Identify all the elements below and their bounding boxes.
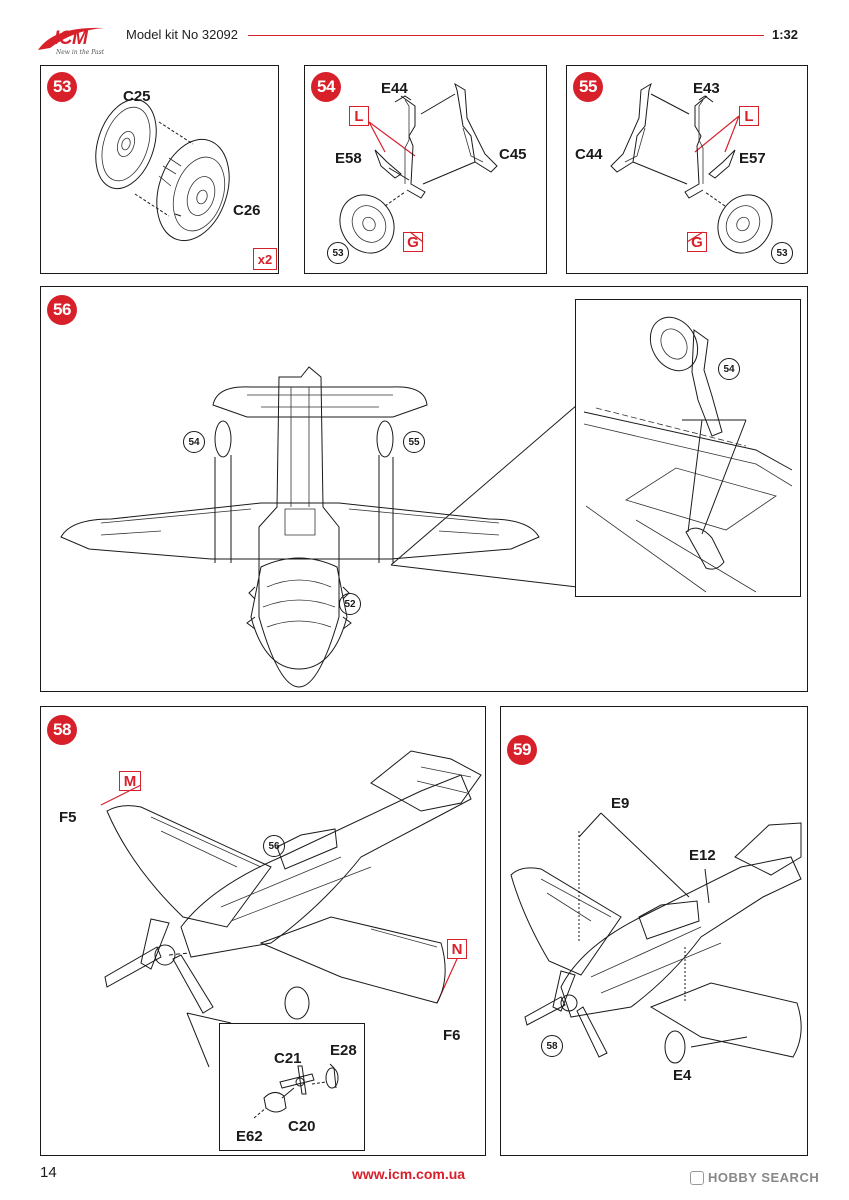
header-rule bbox=[248, 35, 764, 36]
step-59-badge: 59 bbox=[507, 735, 537, 765]
option-l-box: L bbox=[349, 106, 369, 126]
ref-step-54: 54 bbox=[183, 431, 205, 453]
part-c20-label: C20 bbox=[288, 1118, 316, 1135]
watermark-logo-icon bbox=[690, 1170, 704, 1185]
ref-step-58: 58 bbox=[541, 1035, 563, 1057]
part-e58-label: E58 bbox=[335, 150, 362, 167]
gear-leg-drawing-right bbox=[610, 82, 773, 254]
part-e43-label: E43 bbox=[693, 80, 720, 97]
website-link[interactable]: www.icm.com.ua bbox=[352, 1166, 466, 1182]
step-54-badge: 54 bbox=[311, 72, 341, 102]
ref-step-53-b: 53 bbox=[771, 242, 793, 264]
logo-swoosh-icon bbox=[38, 27, 104, 50]
step-55-panel: 55 E43 L C44 E57 G 53 bbox=[566, 65, 808, 274]
option-m-box: M bbox=[119, 771, 141, 791]
part-e57-label: E57 bbox=[739, 150, 766, 167]
part-e4-label: E4 bbox=[673, 1067, 692, 1084]
ref-step-53: 53 bbox=[327, 242, 349, 264]
aircraft-underside-drawing bbox=[60, 366, 578, 688]
step-55-badge: 55 bbox=[573, 72, 603, 102]
aircraft-final-drawing bbox=[510, 812, 802, 1064]
part-e62-label: E62 bbox=[236, 1128, 263, 1145]
logo-tagline: New in the Past bbox=[56, 49, 105, 56]
icm-logo: ICM New in the Past bbox=[34, 22, 120, 58]
watermark: HOBBY SEARCH bbox=[690, 1170, 819, 1185]
step-59-panel: 59 E9 E12 E4 58 bbox=[500, 706, 808, 1156]
part-c26-label: C26 bbox=[233, 202, 261, 219]
ref-step-56: 56 bbox=[263, 835, 285, 857]
page-number: 14 bbox=[40, 1164, 57, 1181]
step-58-badge: 58 bbox=[47, 715, 77, 745]
gear-leg-drawing bbox=[339, 82, 498, 254]
kit-title: Model kit No 32092 bbox=[126, 27, 239, 42]
part-c45-label: C45 bbox=[499, 146, 527, 163]
kit-scale: 1:32 bbox=[772, 27, 799, 42]
multiplier-x2: x2 bbox=[253, 248, 277, 270]
part-e28-label: E28 bbox=[330, 1042, 357, 1059]
step-58-panel: 58 M F5 56 N F6 C21 E28 C20 E62 bbox=[40, 706, 486, 1156]
step-56-badge: 56 bbox=[47, 295, 77, 325]
logo-brand: ICM bbox=[54, 28, 88, 49]
part-e9-label: E9 bbox=[611, 795, 630, 812]
propeller-parts-drawing bbox=[253, 1063, 339, 1119]
part-c21-label: C21 bbox=[274, 1050, 302, 1067]
step-54-panel: 54 E44 L E58 C45 G 53 bbox=[304, 65, 547, 274]
part-e12-label: E12 bbox=[689, 847, 716, 864]
part-c44-label: C44 bbox=[575, 146, 603, 163]
wheel-assembly-drawing bbox=[95, 98, 230, 242]
detail-inset: 54 bbox=[575, 299, 801, 597]
option-n-box: N bbox=[447, 939, 467, 959]
inset-gear-drawing bbox=[583, 316, 793, 593]
ref-step-54-inset: 54 bbox=[718, 358, 740, 380]
part-e44-label: E44 bbox=[381, 80, 408, 97]
ref-step-55: 55 bbox=[403, 431, 425, 453]
step-53-badge: 53 bbox=[47, 72, 77, 102]
propeller-inset: C21 E28 C20 E62 bbox=[219, 1023, 365, 1151]
aircraft-top-view-drawing bbox=[100, 750, 482, 1068]
part-f6-label: F6 bbox=[443, 1027, 461, 1044]
part-c25-label: C25 bbox=[123, 88, 151, 105]
watermark-text: HOBBY SEARCH bbox=[708, 1170, 820, 1185]
part-f5-label: F5 bbox=[59, 809, 77, 826]
option-l-box-55: L bbox=[739, 106, 759, 126]
step-56-panel: 56 54 55 52 54 bbox=[40, 286, 808, 692]
step-53-panel: 53 C25 C26 x2 bbox=[40, 65, 279, 274]
